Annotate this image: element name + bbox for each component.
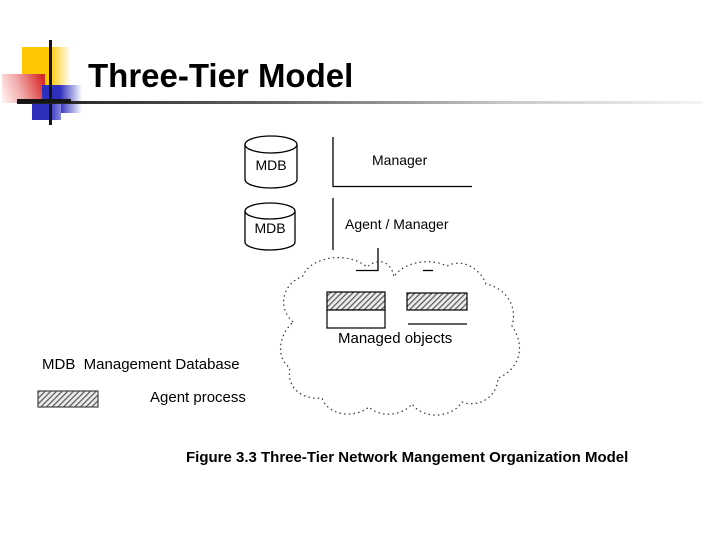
- logo-horizontal-line: [17, 99, 71, 103]
- cloud-connector-line: [356, 248, 379, 272]
- title-underline-rule: [17, 101, 703, 104]
- page-title: Three-Tier Model: [88, 57, 354, 94]
- logo-red-square: [2, 74, 45, 103]
- database-icon: [244, 202, 296, 251]
- mdb-middle-label: MDB: [254, 220, 286, 236]
- logo-blue-square-small: [32, 101, 61, 120]
- manager-tier-line: [332, 137, 472, 188]
- legend-mdb-entry: MDB Management Database: [42, 356, 240, 373]
- managed-object-box-right: [406, 292, 468, 325]
- agent-manager-tier-label: Agent / Manager: [345, 216, 449, 232]
- managed-object-box-left: [326, 291, 386, 329]
- legend-agent-process-entry: Agent process: [150, 389, 246, 406]
- manager-tier-label: Manager: [372, 152, 428, 168]
- logo-vertical-line: [49, 40, 52, 125]
- managed-objects-label: Managed objects: [338, 330, 453, 347]
- database-icon: [244, 135, 298, 189]
- agent-process-swatch: [37, 390, 99, 408]
- mdb-top-label: MDB: [255, 157, 287, 173]
- figure-caption: Figure 3.3 Three-Tier Network Mangement …: [186, 449, 629, 466]
